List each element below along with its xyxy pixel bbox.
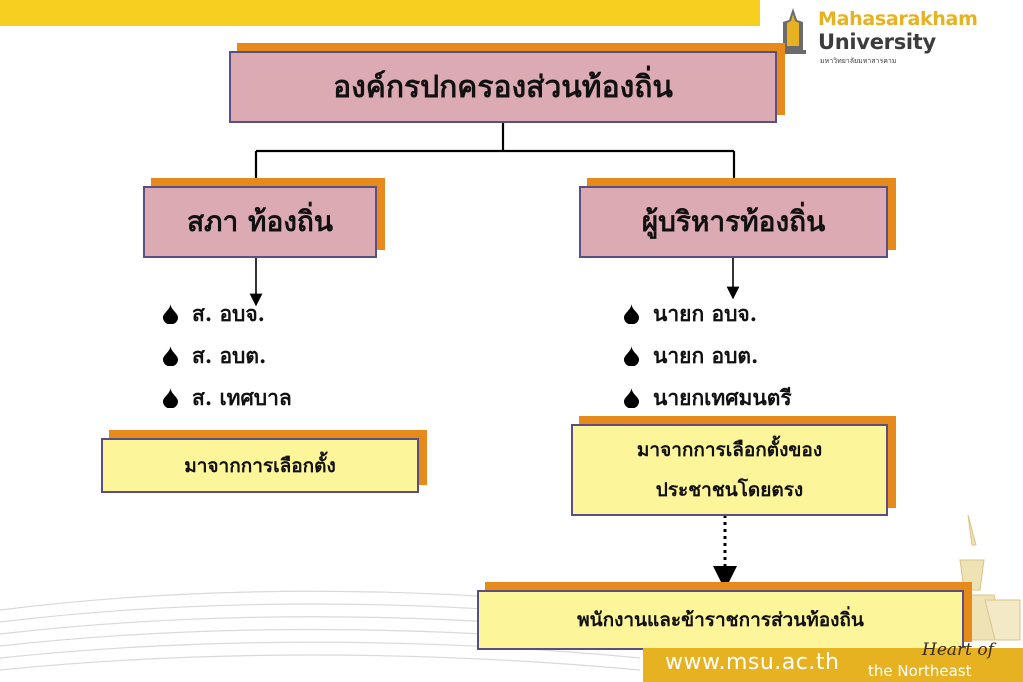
drop-bullet-icon: [163, 388, 178, 408]
root-org-box: องค์กรปกครองส่วนท้องถิ่น: [229, 51, 777, 123]
executive-origin-line1: มาจากการเลือกตั้งของ: [636, 439, 823, 461]
drop-bullet-icon: [624, 304, 639, 324]
university-logo: Mahasarakham University มหาวิทยาลัยมหาสา…: [776, 6, 1016, 65]
drop-bullet-icon: [624, 346, 639, 366]
staff-box: พนักงานและข้าราชการส่วนท้องถิ่น: [477, 590, 964, 650]
university-name-line2: University: [818, 30, 936, 54]
executive-member-label: นายก อบต.: [653, 342, 759, 368]
council-box: สภา ท้องถิ่น: [143, 186, 377, 258]
list-item: ส. อบต.: [163, 335, 292, 377]
list-item: นายก อบจ.: [624, 293, 792, 335]
executive-member-label: นายก อบจ.: [653, 300, 758, 326]
website-url: www.msu.ac.th: [665, 650, 840, 675]
slogan-heart: Heart of: [922, 640, 994, 660]
footer-bar: www.msu.ac.th the Northeast: [643, 648, 1023, 682]
council-member-label: ส. เทศบาล: [192, 384, 292, 410]
list-item: นายก อบต.: [624, 335, 792, 377]
list-item: ส. อบจ.: [163, 293, 292, 335]
root-org-label: องค์กรปกครองส่วนท้องถิ่น: [333, 69, 673, 105]
list-item: ส. เทศบาล: [163, 377, 292, 419]
university-name-thai: มหาวิทยาลัยมหาสารคาม: [820, 57, 897, 65]
staff-label: พนักงานและข้าราชการส่วนท้องถิ่น: [577, 609, 864, 631]
top-banner-bar: [0, 0, 760, 26]
council-label: สภา ท้องถิ่น: [186, 205, 334, 238]
drop-bullet-icon: [163, 346, 178, 366]
council-members-list: ส. อบจ. ส. อบต. ส. เทศบาล: [163, 293, 292, 419]
slogan-region: the Northeast: [868, 662, 972, 680]
council-origin-label: มาจากการเลือกตั้ง: [184, 454, 336, 477]
list-item: นายกเทศมนตรี: [624, 377, 792, 419]
university-emblem-icon: [780, 8, 806, 54]
council-member-label: ส. อบต.: [192, 342, 267, 368]
drop-bullet-icon: [163, 304, 178, 324]
executive-box: ผู้บริหารท้องถิ่น: [579, 186, 888, 258]
executive-member-label: นายกเทศมนตรี: [653, 384, 792, 410]
council-member-label: ส. อบจ.: [192, 300, 265, 326]
council-origin-box: มาจากการเลือกตั้ง: [101, 438, 419, 493]
executive-label: ผู้บริหารท้องถิ่น: [641, 205, 826, 238]
executive-origin-line2: ประชาชนโดยตรง: [655, 479, 804, 501]
university-name-line1: Mahasarakham: [818, 8, 978, 30]
drop-bullet-icon: [624, 388, 639, 408]
executive-members-list: นายก อบจ. นายก อบต. นายกเทศมนตรี: [624, 293, 792, 419]
executive-origin-box: มาจากการเลือกตั้งของ ประชาชนโดยตรง: [571, 424, 888, 516]
